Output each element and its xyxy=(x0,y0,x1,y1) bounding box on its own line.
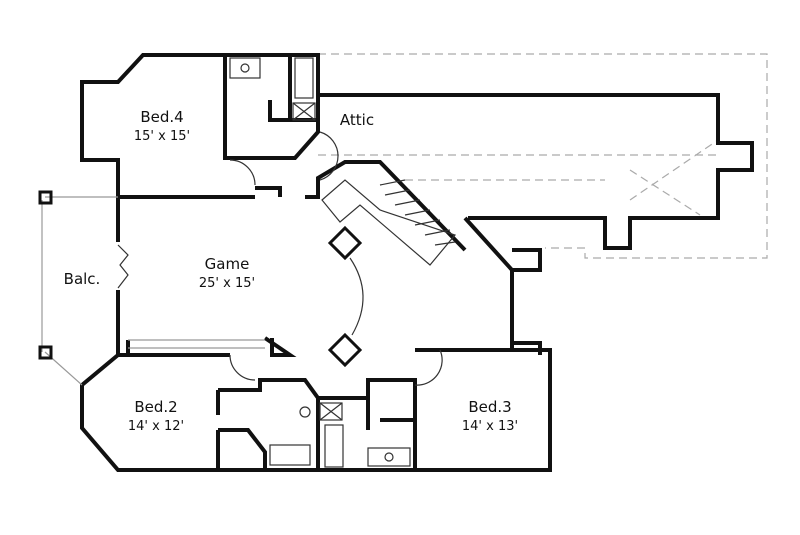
staircase xyxy=(321,179,457,266)
room-label-game: Game xyxy=(205,255,250,273)
room-size-game: 25' x 15' xyxy=(199,276,255,291)
room-size-bed3: 14' x 13' xyxy=(462,419,518,434)
balcony xyxy=(38,190,265,386)
balcony-post xyxy=(38,190,53,205)
room-label-bed3: Bed.3 xyxy=(468,398,511,416)
room-label-bed4: Bed.4 xyxy=(140,108,183,126)
attic-outline xyxy=(318,53,768,259)
balcony-post xyxy=(38,345,53,360)
room-label-bed2: Bed.2 xyxy=(134,398,177,416)
room-size-bed2: 14' x 12' xyxy=(128,419,184,434)
room-label-attic: Attic xyxy=(340,111,374,129)
room-label-balcony: Balc. xyxy=(64,270,101,288)
room-size-bed4: 15' x 15' xyxy=(134,129,190,144)
fixtures xyxy=(229,57,443,468)
columns xyxy=(327,225,364,368)
